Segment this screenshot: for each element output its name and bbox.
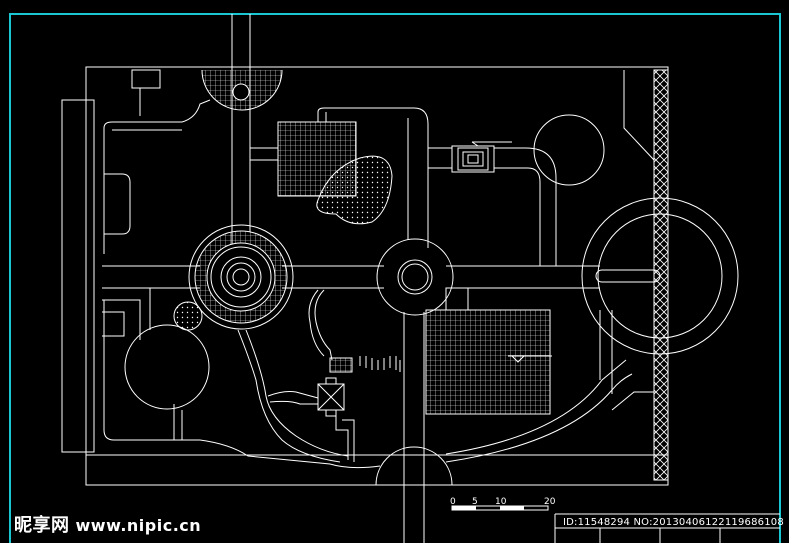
tree-large-west bbox=[124, 324, 210, 410]
drawing-frame bbox=[9, 13, 781, 543]
scale-tick-10: 10 bbox=[495, 497, 507, 507]
scale-tick-20: 20 bbox=[544, 497, 556, 507]
west-building bbox=[61, 99, 95, 453]
scale-bar: 0 5 10 20 bbox=[450, 497, 556, 511]
image-id-text: ID:11548294 NO:20130406122119686108 bbox=[563, 517, 784, 528]
tree-large-east bbox=[533, 114, 605, 186]
fountain-plaza bbox=[188, 224, 294, 330]
east-circle-plaza bbox=[581, 197, 739, 355]
watermark-site-name: 昵享网 bbox=[14, 515, 70, 536]
paved-grid-south bbox=[425, 309, 551, 415]
scale-tick-0: 0 bbox=[450, 497, 456, 507]
watermark-logo: 昵享网 www.nipic.cn bbox=[14, 511, 201, 537]
south-plaza bbox=[375, 446, 453, 486]
watermark-url: www.nipic.cn bbox=[75, 516, 202, 535]
central-roundabout bbox=[376, 238, 454, 316]
scale-tick-5: 5 bbox=[472, 497, 478, 507]
planting-bed bbox=[316, 155, 393, 225]
east-wall bbox=[653, 69, 669, 481]
tree-small bbox=[173, 301, 203, 331]
square-feature bbox=[451, 145, 495, 173]
